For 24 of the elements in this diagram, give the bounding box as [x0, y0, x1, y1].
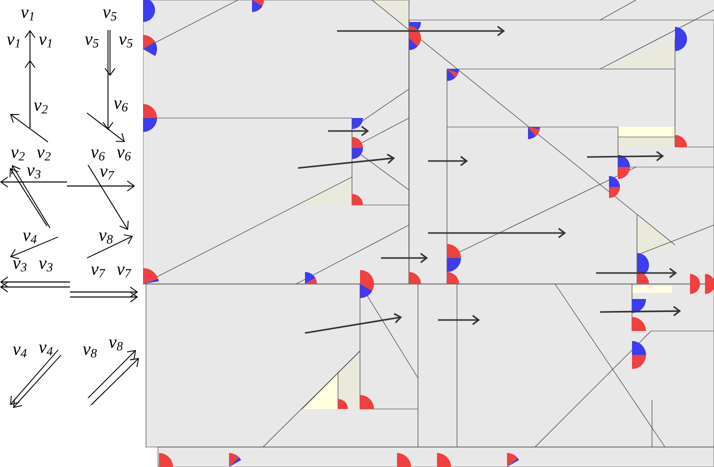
vector-label: v$_{8}$ [82, 346, 97, 358]
vector-label: v$_{5}$ [118, 36, 133, 48]
vector-label: v$_{5}$ [102, 10, 117, 20]
vector-label: v$_{8}$ [98, 232, 113, 244]
vector-label: v$_{3}$ [38, 260, 52, 272]
vector-label: v$_{1}$ [38, 36, 52, 48]
vector-label: v$_{7}$ [116, 266, 132, 278]
vector-label: v$_{1}$ [6, 36, 20, 48]
vector-label: v$_{2}$ [10, 150, 25, 160]
vector-label: v$_{4}$ [12, 346, 27, 358]
vector-label: v$_{6}$ [116, 150, 131, 160]
vector-label: v$_{2}$ [34, 102, 48, 114]
vector-label: v$_{4}$ [38, 344, 53, 356]
vector-label: v$_{5}$ [84, 36, 99, 48]
vector-label: v$_{3}$ [12, 260, 26, 272]
vector-label: v$_{7}$ [100, 168, 114, 180]
vector-label: v$_{7}$ [90, 266, 106, 278]
vector-label: v$_{2}$ [36, 150, 51, 160]
vector-label: v$_{4}$ [22, 232, 37, 244]
vector-label: v$_{6}$ [90, 150, 105, 160]
vector-label: v$_{8}$ [108, 340, 123, 350]
vector-label: v$_{3}$ [26, 168, 40, 178]
vector-label: v$_{6}$ [114, 100, 128, 112]
vector-label: v$_{1}$ [20, 10, 34, 20]
